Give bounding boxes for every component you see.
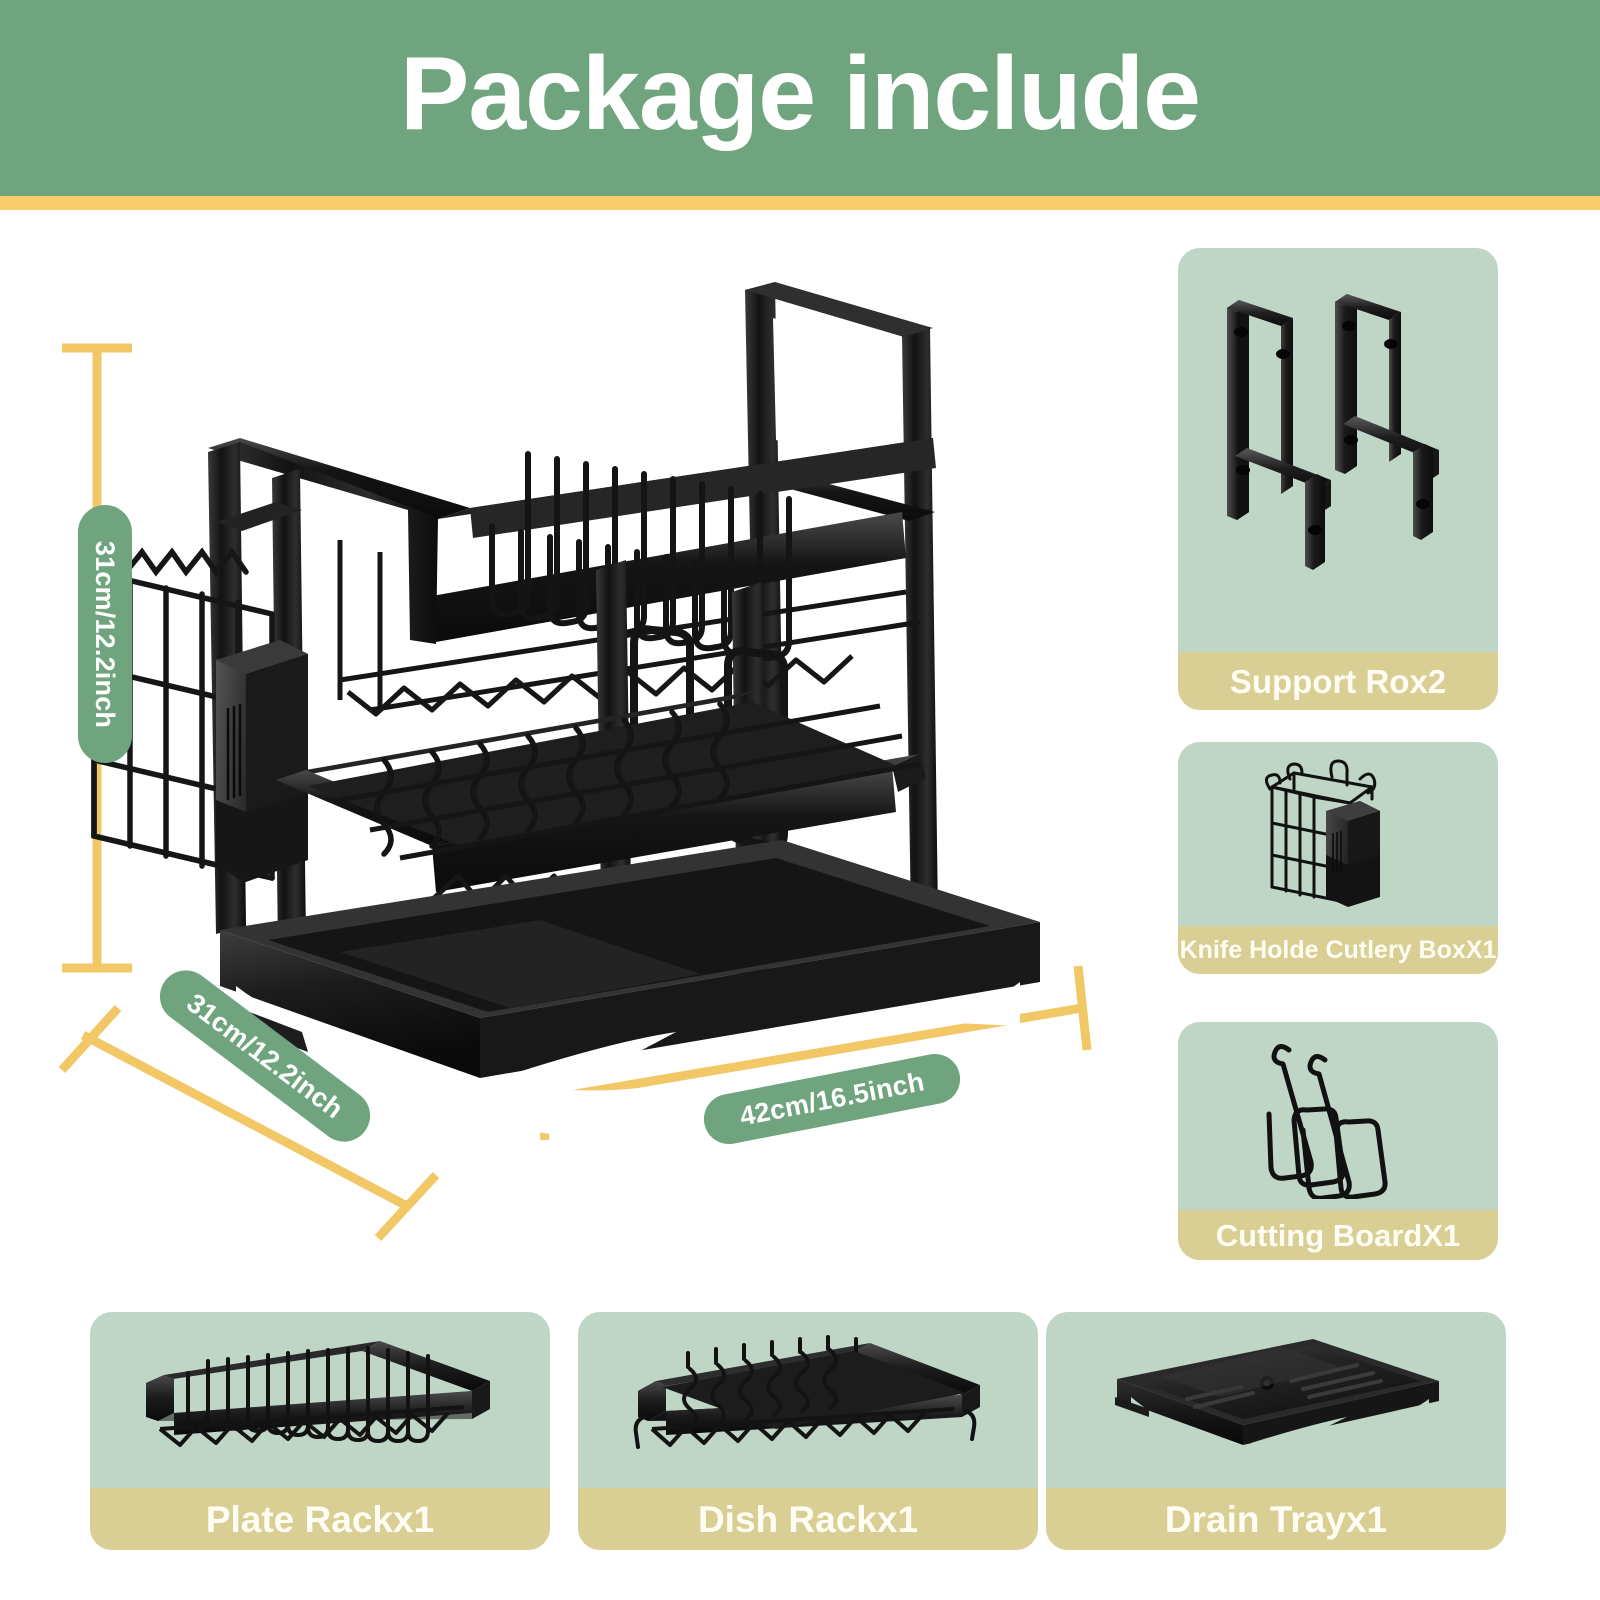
support-rod-icon [1227,294,1439,570]
part-card-label-dish-rack: Dish Rackx1 [578,1488,1038,1550]
part-card-drain-tray: Drain Trayx1 [1046,1312,1506,1550]
part-card-cutting-board: Cutting BoardX1 [1178,1022,1498,1260]
cutlery-box-part [1326,801,1380,907]
knife-holder-icon [1265,759,1380,907]
part-card-plate-rack: Plate Rackx1 [90,1312,550,1550]
part-card-support-rod: Support Rox2 [1178,248,1498,710]
cutlery-box [216,640,308,882]
rack-left-assembly [91,442,308,948]
part-card-label-drain-tray: Drain Trayx1 [1046,1488,1506,1550]
dish-rack-art [578,1312,1038,1488]
cutting-board-hook-icon [1266,1043,1388,1199]
drain-tray-art [1046,1312,1506,1488]
dish-rack-illustration [91,282,1040,1136]
part-card-dish-rack: Dish Rackx1 [578,1312,1038,1550]
knife-holder-art [1178,742,1498,926]
part-card-label-knife-holder: Knife Holde Cutlery BoxX1 [1178,926,1498,974]
header-banner: Package include [0,0,1600,196]
dish-rack-icon [633,1335,980,1449]
plate-rack-icon [146,1341,490,1447]
support-rod-art [1178,248,1498,652]
part-card-label-plate-rack: Plate Rackx1 [90,1488,550,1550]
cutting-board-art [1178,1022,1498,1210]
page-title: Package include [399,36,1201,152]
hero-product-image [40,240,1150,1260]
rack-upper-tier [208,438,936,717]
dimension-label-height: 31cm/12.2inch [78,505,132,763]
rack-lower-tier [276,690,926,905]
header-divider-rule [0,196,1600,210]
part-card-label-support-rod: Support Rox2 [1178,652,1498,710]
plate-rack-art [90,1312,550,1488]
part-card-label-cutting-board: Cutting BoardX1 [1178,1210,1498,1260]
drain-tray-base [218,840,1040,1136]
dimension-height-text: 31cm/12.2inch [90,540,121,728]
drain-tray-icon [1115,1339,1439,1472]
part-card-knife-holder: Knife Holde Cutlery BoxX1 [1178,742,1498,974]
